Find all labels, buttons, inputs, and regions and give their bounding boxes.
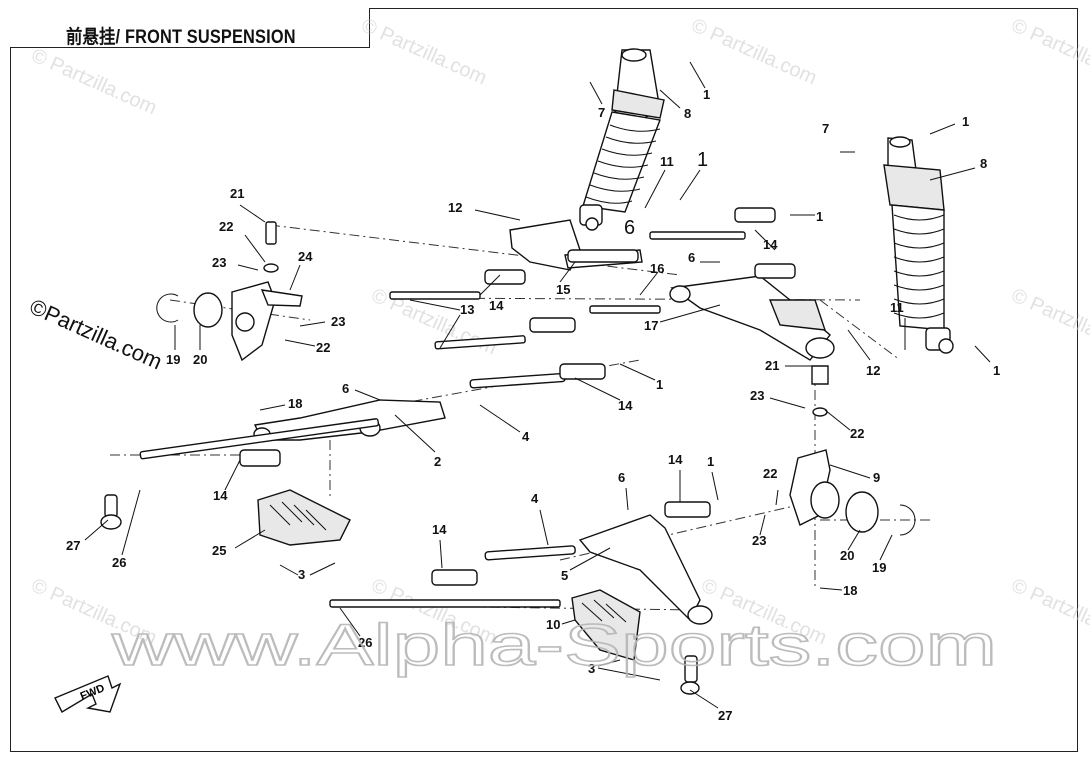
steering-knuckle-right: [789, 365, 916, 536]
callout-number: 23: [212, 255, 226, 270]
callout-number: 1: [962, 114, 969, 129]
callout-number: 25: [212, 543, 226, 558]
callout-number: 26: [112, 555, 126, 570]
watermark-small: © Partzilla.com: [358, 14, 490, 89]
callout-number: 8: [980, 156, 987, 171]
callout-number: 8: [684, 106, 691, 121]
diagram-frame: [10, 8, 1078, 752]
callout-number: 14: [213, 488, 228, 503]
watermark-small: © Partzilla.com: [1008, 14, 1090, 89]
callout-number: 16: [650, 261, 664, 276]
callout-number: 18: [288, 396, 302, 411]
brand-watermark: ©Partzilla.com: [26, 294, 166, 375]
callout-number: 1: [697, 149, 708, 171]
callout-number: 22: [219, 219, 233, 234]
callout-number: 20: [193, 352, 207, 367]
shock-absorber-right: [883, 136, 954, 354]
callout-labels: 1 7 8 11 1 12 6 15 16 14 1 6 17 13 14 7 …: [66, 87, 1000, 723]
callout-number: 14: [489, 298, 504, 313]
callout-number: 14: [618, 398, 633, 413]
callout-number: 12: [866, 363, 880, 378]
callout-number: 7: [598, 105, 605, 120]
callout-number: 21: [230, 186, 244, 201]
watermark-small: © Partzilla.com: [1008, 284, 1090, 359]
callout-number: 23: [331, 314, 345, 329]
callout-number: 23: [750, 388, 764, 403]
ball-joint-left: [100, 494, 122, 530]
callout-number: 14: [432, 522, 447, 537]
title-box: 前悬挂/ FRONT SUSPENSION: [10, 8, 370, 48]
callout-number: 11: [890, 300, 904, 315]
callout-number: 23: [752, 533, 766, 548]
callout-number: 1: [703, 87, 710, 102]
skid-plate-left: [257, 489, 351, 546]
callout-number: 22: [763, 466, 777, 481]
callout-number: 4: [531, 491, 539, 506]
callout-number: 22: [850, 426, 864, 441]
shock-spring: [893, 214, 945, 319]
callout-number: 14: [668, 452, 683, 467]
callout-number: 22: [316, 340, 330, 355]
callout-number: 18: [843, 583, 857, 598]
callout-number: 1: [816, 209, 823, 224]
callout-number: 7: [822, 121, 829, 136]
callout-number: 4: [522, 429, 530, 444]
site-watermark: www.Alpha-Sports.com: [111, 613, 997, 678]
callout-number: 2: [434, 454, 441, 469]
lower-a-arm-right: [329, 501, 713, 695]
watermark-small: © Partzilla.com: [28, 44, 160, 119]
callout-number: 24: [298, 249, 313, 264]
watermark-small: © Partzilla.com: [688, 14, 820, 89]
callout-number: 6: [624, 217, 635, 239]
callout-number: 12: [448, 200, 462, 215]
callout-number: 5: [561, 568, 568, 583]
callout-number: 26: [358, 635, 372, 650]
callout-number: 10: [546, 617, 560, 632]
callout-number: 15: [556, 282, 570, 297]
shock-absorber-left: [579, 48, 665, 231]
callout-number: 13: [460, 302, 474, 317]
callout-number: 1: [656, 377, 663, 392]
forward-direction-arrow: FWD: [54, 675, 122, 713]
callout-number: 3: [588, 661, 595, 676]
lower-left-bolts: [139, 363, 606, 467]
shock-spring: [585, 124, 661, 204]
callout-number: 1: [993, 363, 1000, 378]
callout-number: 9: [873, 470, 880, 485]
upper-a-arm-right: [669, 275, 835, 361]
callout-number: 20: [840, 548, 854, 563]
watermark-small: © Partzilla.com: [1008, 574, 1090, 649]
page-title: 前悬挂/ FRONT SUSPENSION: [66, 27, 296, 48]
callout-number: 21: [765, 358, 779, 373]
callout-number: 27: [66, 538, 80, 553]
callout-number: 3: [298, 567, 305, 582]
callout-number: 1: [707, 454, 714, 469]
callout-number: 6: [342, 381, 349, 396]
callout-number: 6: [618, 470, 625, 485]
callout-number: 14: [763, 237, 778, 252]
callout-number: 19: [166, 352, 180, 367]
callout-leaders: [84, 61, 991, 709]
steering-knuckle-left: [156, 221, 303, 362]
callout-number: 6: [688, 250, 695, 265]
callout-number: 17: [644, 318, 658, 333]
callout-number: 19: [872, 560, 886, 575]
callout-number: 27: [718, 708, 732, 723]
callout-number: 11: [660, 154, 674, 169]
